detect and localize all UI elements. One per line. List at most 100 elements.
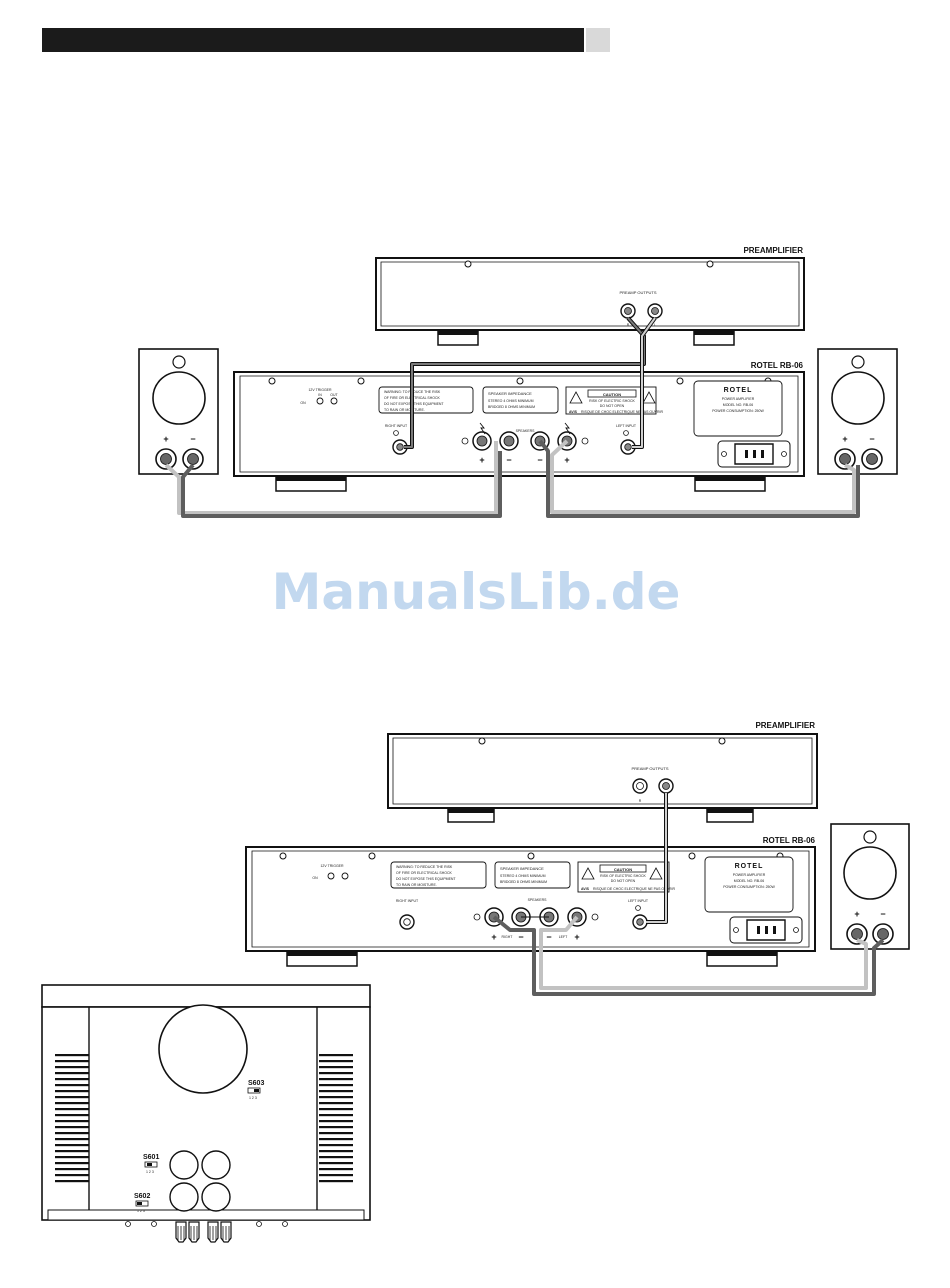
switch-s603: S603 1 2 3 <box>247 1080 264 1100</box>
b-terminal-plus-1: + <box>491 932 496 942</box>
plate2-line-3: POWER CONSUMPTION: 250W <box>723 885 775 889</box>
left-speaker-plus: + <box>163 434 168 444</box>
heatsink-fin <box>55 1102 89 1105</box>
preamp-output-l-jack <box>647 303 663 319</box>
heatsink-fin <box>55 1168 89 1171</box>
amplifier-title: ROTEL RB-06 <box>751 361 804 370</box>
speaker-left: + − <box>138 348 219 475</box>
left-speaker-minus: − <box>190 434 195 444</box>
heatsink-fin <box>319 1120 353 1123</box>
avis2-line: RISQUE DE CHOC ELECTRIQUE NE PAS OUVRIR <box>593 887 675 891</box>
trigger-in-label: IN <box>318 393 322 397</box>
heatsink-fin <box>319 1114 353 1117</box>
warning2-line-2: OF FIRE OR ELECTRICAL SHOCK <box>396 871 453 875</box>
right-input-label: RIGHT INPUT <box>385 424 408 428</box>
avis-line: RISQUE DE CHOC ELECTRIQUE NE PAS OUVRIR <box>581 410 663 414</box>
s603-positions: 1 2 3 <box>249 1096 257 1100</box>
heatsink-fin <box>319 1096 353 1099</box>
heatsink-fin <box>319 1162 353 1165</box>
speakers-label-2: SPEAKERS <box>528 898 548 902</box>
terminal-minus-2: − <box>537 455 542 465</box>
heatsink-fin <box>55 1126 89 1129</box>
heatsink-fin <box>319 1138 353 1141</box>
heatsink-fin <box>55 1138 89 1141</box>
cables-bridged <box>492 793 885 996</box>
preamp-title-2: PREAMPLIFIER <box>755 721 815 730</box>
heatsink-fin <box>55 1066 89 1069</box>
impedance-title: SPEAKER IMPEDANCE <box>488 391 532 396</box>
heatsink-fin <box>55 1144 89 1147</box>
terminal-minus-1: − <box>506 455 511 465</box>
cables-stereo <box>164 316 860 518</box>
caution-line-1: RISK OF ELECTRIC SHOCK <box>589 399 635 403</box>
preamp-bottom: PREAMPLIFIER PREAMP OUTPUTS R <box>387 721 818 823</box>
warning2-line-1: WARNING: TO REDUCE THE RISK <box>396 865 453 869</box>
heatsink-fin <box>55 1078 89 1081</box>
caution-line-2: DO NOT OPEN <box>600 404 625 408</box>
b-terminal-minus-1: − <box>518 932 523 942</box>
heatsink-left <box>55 1054 89 1183</box>
heatsink-fin <box>319 1066 353 1069</box>
terminal-plus-1: + <box>479 455 484 465</box>
switch-s602: S602 1 2 3 <box>134 1193 150 1213</box>
heatsink-fin <box>319 1150 353 1153</box>
switch-s601: S601 1 2 3 <box>143 1154 159 1174</box>
preamp-l-label: L <box>654 323 656 327</box>
plate-line-3: POWER CONSUMPTION: 250W <box>712 409 764 413</box>
impedance-line-1: STEREO 4 OHMS MINIMUM <box>488 399 534 403</box>
b-right-label: RIGHT <box>502 935 514 939</box>
s601-positions: 1 2 3 <box>146 1170 154 1174</box>
header-bar <box>42 28 584 52</box>
impedance-line-2: BRIDGED 8 OHMS MINIMUM <box>488 405 535 409</box>
heatsink-fin <box>319 1144 353 1147</box>
heatsink-fin <box>319 1168 353 1171</box>
caution2-line-1: RISK OF ELECTRIC SHOCK <box>600 874 646 878</box>
heatsink-right <box>319 1054 353 1183</box>
caution-title: CAUTION <box>603 392 621 397</box>
impedance2-title: SPEAKER IMPEDANCE <box>500 866 544 871</box>
left-input-label: LEFT INPUT <box>616 424 637 428</box>
caution2-line-2: DO NOT OPEN <box>611 879 636 883</box>
caution2-title: CAUTION <box>614 867 632 872</box>
right-speaker-plus: + <box>842 434 847 444</box>
heatsink-fin <box>319 1174 353 1177</box>
heatsink-fin <box>319 1060 353 1063</box>
heatsink-fin <box>319 1078 353 1081</box>
plate-line-1: POWER AMPLIFIER <box>722 397 755 401</box>
heatsink-fin <box>55 1090 89 1093</box>
preamp-output-r-jack <box>620 303 636 319</box>
right-speaker-minus: − <box>869 434 874 444</box>
warning-line-3: DO NOT EXPOSE THIS EQUIPMENT <box>384 402 444 406</box>
diagram-bridged: PREAMPLIFIER PREAMP OUTPUTS R ROTEL RB-0… <box>245 721 910 996</box>
heatsink-fin <box>319 1090 353 1093</box>
heatsink-fin <box>319 1084 353 1087</box>
diagram-stereo: PREAMPLIFIER PREAMP OUTPUTS R L ROTEL RB <box>138 246 898 518</box>
warning2-line-4: TO RAIN OR MOISTURE. <box>396 883 437 887</box>
speakers-label: SPEAKERS <box>516 429 536 433</box>
heatsink-fin <box>319 1180 353 1183</box>
heatsink-fin <box>55 1180 89 1183</box>
rear-terminals-top-view <box>125 1221 288 1243</box>
b-terminal-minus-2: − <box>546 932 551 942</box>
amplifier-top: ROTEL RB-06 12V TRIGGER ON IN OUT WARNIN… <box>233 361 805 492</box>
amplifier-title-2: ROTEL RB-06 <box>763 836 816 845</box>
heatsink-fin <box>319 1108 353 1111</box>
amplifier-bottom: ROTEL RB-06 12V TRIGGER ON WARNING: TO R… <box>245 836 816 967</box>
plate2-line-1: POWER AMPLIFIER <box>733 873 766 877</box>
trigger-label-2: 12V TRIGGER <box>320 864 344 868</box>
warning2-line-3: DO NOT EXPOSE THIS EQUIPMENT <box>396 877 456 881</box>
heatsink-fin <box>55 1060 89 1063</box>
heatsink-fin <box>319 1132 353 1135</box>
watermark: ManualsLib.de <box>272 563 681 621</box>
terminal-plus-2: + <box>564 455 569 465</box>
heatsink-fin <box>55 1054 89 1057</box>
plate2-line-2: MODEL NO. RB-06 <box>734 879 764 883</box>
trigger-on-label: ON <box>300 401 306 405</box>
heatsink-fin <box>55 1072 89 1075</box>
bridged-speaker-minus: − <box>880 909 885 919</box>
plate-line-2: MODEL NO. RB-06 <box>723 403 753 407</box>
heatsink-fin <box>55 1162 89 1165</box>
brand-logo: ROTEL <box>724 387 753 394</box>
heatsink-fin <box>55 1108 89 1111</box>
brand-logo-2: ROTEL <box>735 863 764 870</box>
